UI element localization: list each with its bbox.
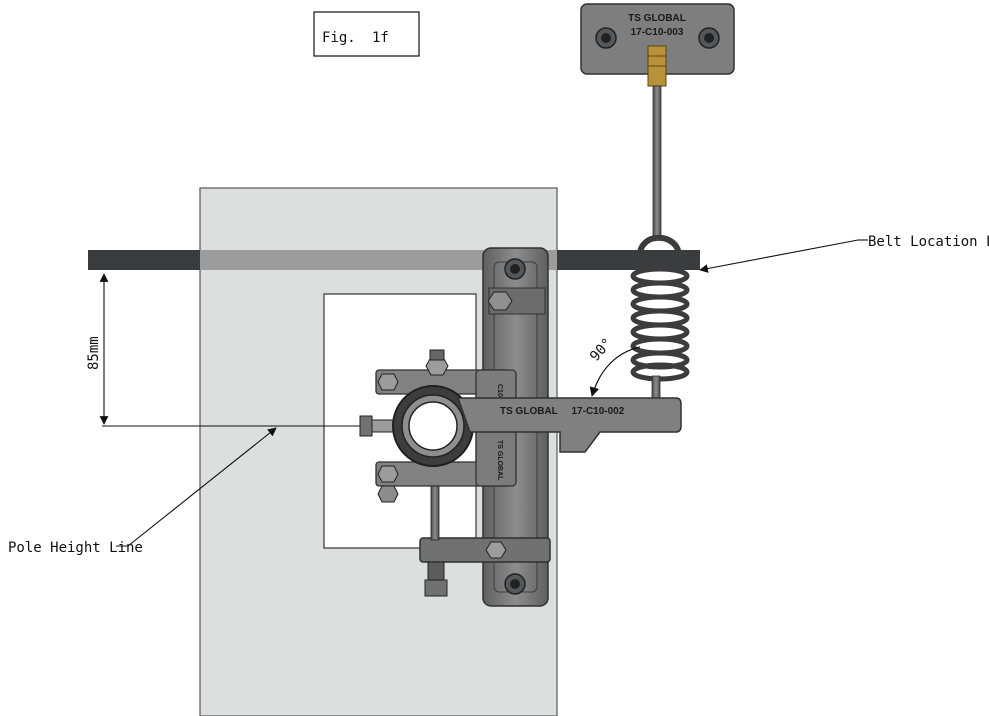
- belt-leader-line: [699, 239, 859, 273]
- top-bracket: TS GLOBAL 17-C10-003: [580, 3, 735, 87]
- figure-label-text: Fig.: [322, 30, 356, 46]
- hanger-rod: [652, 85, 662, 239]
- clamp-ring-bore: [408, 401, 458, 451]
- pole-leader-line: [116, 427, 277, 547]
- bracket-text-line1: TS GLOBAL: [628, 13, 686, 24]
- arm-text: TS GLOBAL 17-C10-002: [500, 406, 625, 417]
- angle-arc: [589, 346, 641, 397]
- angle-label: 90°: [587, 335, 616, 365]
- clamp-text-lower: TS GLOBAL: [496, 440, 503, 481]
- plate-nut-top: [487, 291, 513, 311]
- dimension-label: 85mm: [86, 336, 102, 370]
- bracket-text-line2: 17-C10-003: [631, 27, 684, 38]
- figure-label-box: [313, 11, 420, 57]
- lower-crossbar: [419, 475, 551, 597]
- belt-bar-overlap: [200, 250, 557, 270]
- pole-height-label: Pole Height Line: [8, 540, 143, 556]
- belt-location-label: Belt Location Line: [868, 234, 989, 250]
- figure-number-text: 1f: [372, 30, 389, 46]
- clamp-text-upper: C10-01: [496, 384, 503, 407]
- pole-clamp: C10-01 TS GLOBAL: [359, 349, 517, 503]
- spring-hook: [636, 234, 682, 271]
- tension-spring: [630, 266, 690, 382]
- tension-arm: TS GLOBAL 17-C10-002: [456, 397, 682, 453]
